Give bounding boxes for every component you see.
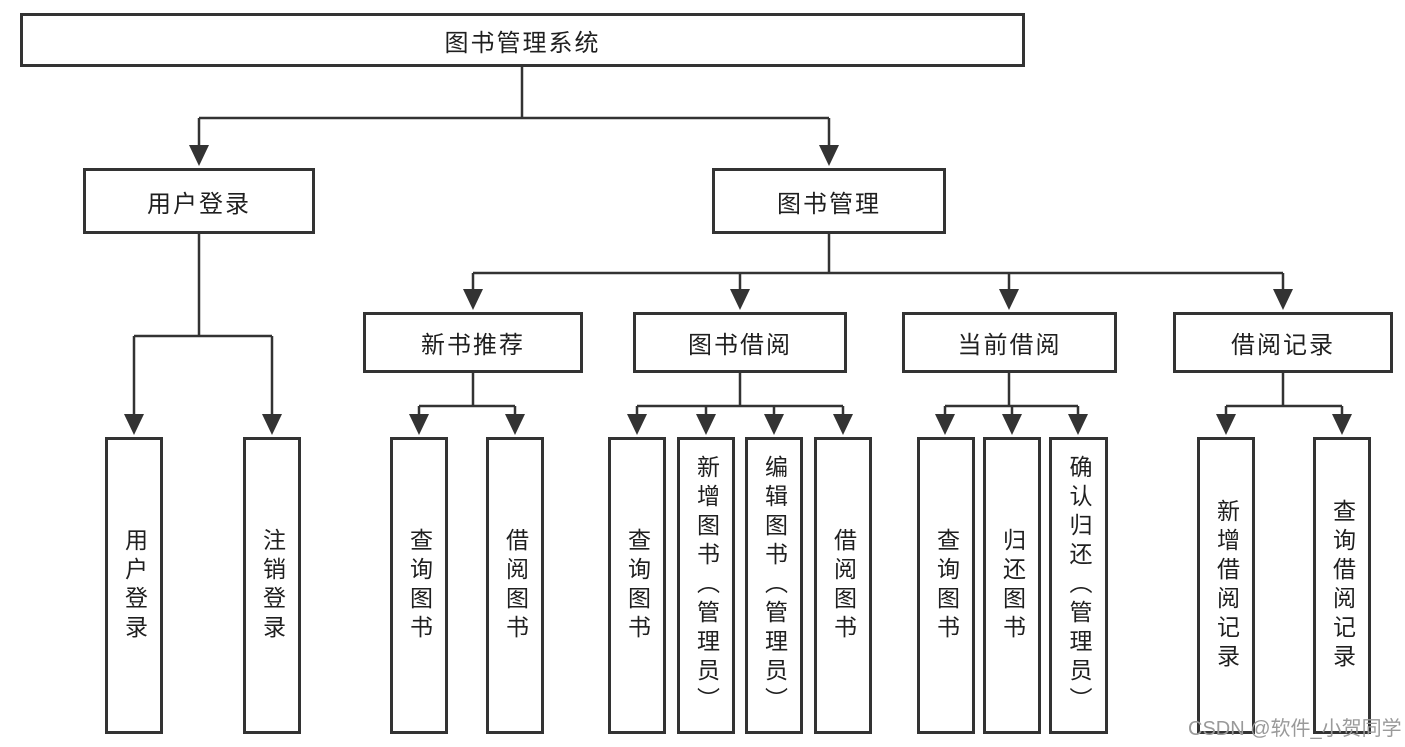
leaf-query-books-borrowing: 查询图书 xyxy=(608,437,666,734)
leaf-edit-book-admin: 编辑图书（管理员） xyxy=(745,437,803,734)
connector-lines xyxy=(132,67,1344,419)
leaf-add-borrow-record: 新增借阅记录 xyxy=(1197,437,1255,734)
leaf-return-books: 归还图书 xyxy=(983,437,1041,734)
leaf-add-book-admin: 新增图书（管理员） xyxy=(677,437,735,734)
node-current-borrowing: 当前借阅 xyxy=(902,312,1117,373)
leaf-query-books-recommend: 查询图书 xyxy=(390,437,448,734)
leaf-logout: 注销登录 xyxy=(243,437,301,734)
node-user-login: 用户登录 xyxy=(83,168,315,234)
node-library-management-system: 图书管理系统 xyxy=(20,13,1025,67)
leaf-confirm-return-admin: 确认归还（管理员） xyxy=(1049,437,1108,734)
leaf-borrow-books-borrowing: 借阅图书 xyxy=(814,437,872,734)
leaf-borrow-books-recommend: 借阅图书 xyxy=(486,437,544,734)
node-book-borrowing: 图书借阅 xyxy=(633,312,847,373)
node-book-management: 图书管理 xyxy=(712,168,946,234)
leaf-user-login: 用户登录 xyxy=(105,437,163,734)
csdn-watermark: CSDN @软件_小贺同学 xyxy=(1188,718,1402,740)
arrowheads xyxy=(124,145,1352,435)
node-new-book-recommendation: 新书推荐 xyxy=(363,312,583,373)
leaf-query-borrow-record: 查询借阅记录 xyxy=(1313,437,1371,734)
leaf-query-books-current: 查询图书 xyxy=(917,437,975,734)
node-borrowing-records: 借阅记录 xyxy=(1173,312,1393,373)
